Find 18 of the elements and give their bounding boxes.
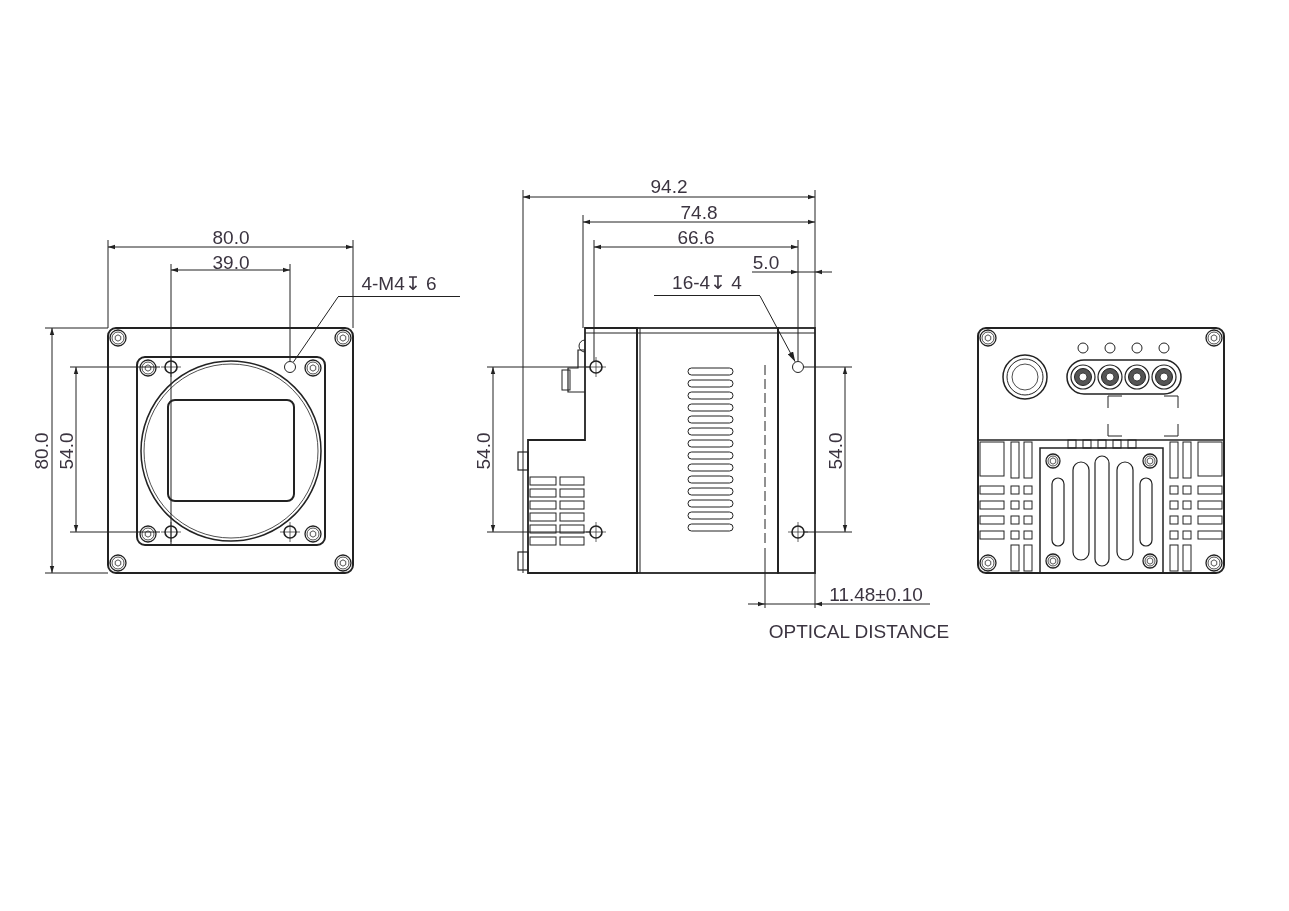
dimension-value: 74.8 [680,202,718,222]
dimension-value: 80.0 [212,227,250,247]
leader-line [292,296,339,363]
note-text: OPTICAL DISTANCE [768,621,950,641]
dimension-value: 39.0 [212,252,250,272]
leader-line [759,295,796,363]
dimension-value: 54.0 [56,432,76,470]
dimension-value: 54.0 [825,432,845,470]
dimension-value: 54.0 [473,432,493,470]
mounting-hole [792,361,804,373]
dimension-value: 94.2 [650,176,688,196]
dimension-value: 11.48±0.10 [829,584,923,604]
dimension-value: 66.6 [677,227,715,247]
mounting-hole [284,361,296,373]
hole-callout: 16-4↧ 4 [654,272,760,296]
dimension-value: 5.0 [752,252,780,272]
dimension-value: 80.0 [31,432,51,470]
hole-callout: 4-M4↧ 6 [338,273,460,297]
